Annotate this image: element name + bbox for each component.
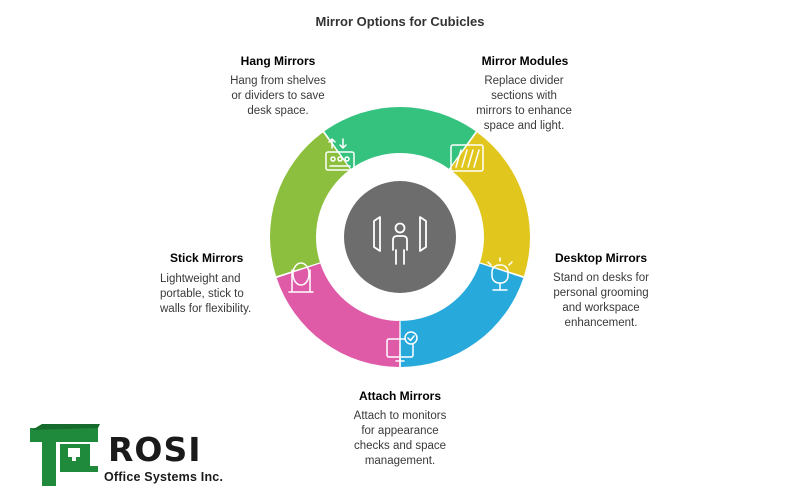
stick-mirrors-title: Stick Mirrors [170,251,244,265]
shelf-rack-icon [325,138,355,171]
segment-desktop-mirrors [449,132,530,277]
logo-name: ROSI [108,430,202,469]
monitor-check-icon [386,331,418,362]
attach-mirrors-title: Attach Mirrors [358,389,441,403]
person-mirror-icon [373,216,427,265]
center-hub [344,181,456,293]
stick-mirrors-description: Lightweight and portable, stick to walls… [160,273,252,315]
desk-mirror-icon [487,257,513,291]
desktop-mirrors-title: Desktop Mirrors [554,251,648,265]
segment-hang-mirrors [269,132,351,277]
oval-mirror-icon [288,262,314,293]
mirror-modules-title: Mirror Modules [481,54,569,68]
segment-stick-mirrors [276,263,400,367]
hang-mirrors-title: Hang Mirrors [240,54,316,68]
attach-mirrors-description: Attach to monitors for appearance checks… [353,410,447,467]
segment-mirror-modules [324,107,476,169]
logo-subtitle: Office Systems Inc. [104,470,224,484]
cubicle-logo-icon [30,424,100,486]
hang-mirrors-description: Hang from shelves or dividers to save de… [230,75,326,117]
desktop-mirrors-description: Stand on desks for personal grooming and… [553,272,649,329]
rosi-logo [30,424,100,486]
mirror-modules-description: Replace divider sections with mirrors to… [476,75,572,132]
diagram-title: Mirror Options for Cubicles [315,14,485,29]
mirror-panels-icon [450,144,484,172]
